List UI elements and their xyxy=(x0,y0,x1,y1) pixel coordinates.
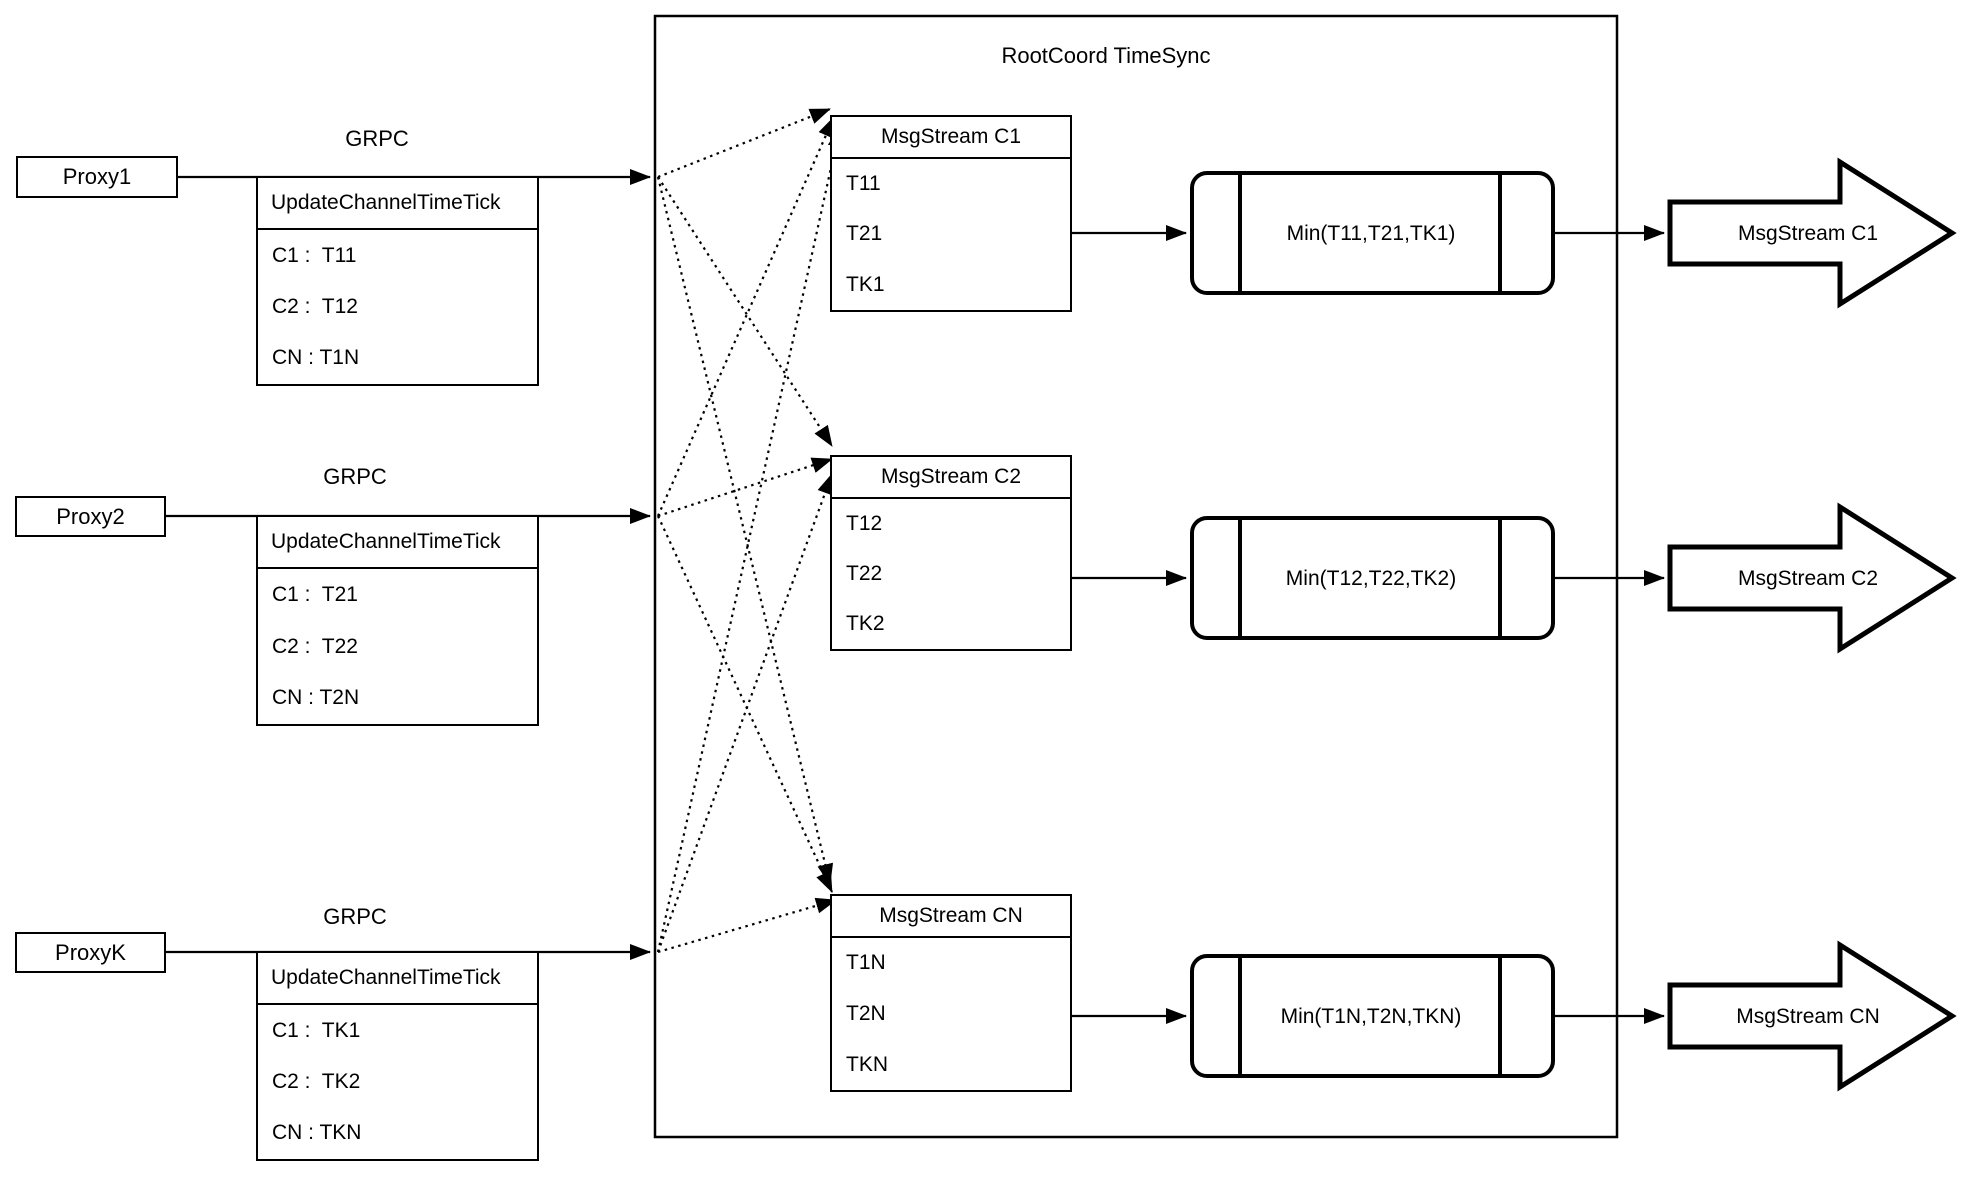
proxyk-table-header: UpdateChannelTimeTick xyxy=(258,953,537,1005)
msgstream-cn-row-3: TKN xyxy=(846,1052,888,1076)
msgstream-c2-row-2: T22 xyxy=(846,562,883,585)
msgstream-cn-table: MsgStream CN T1N T2N TKN xyxy=(830,894,1072,1092)
output-arrow-2-shape xyxy=(1667,502,1957,654)
proxyk-table-row-c1: C1 : TK1 xyxy=(272,1018,361,1042)
proxy1-table-header: UpdateChannelTimeTick xyxy=(258,178,537,230)
proxy1-to-msgstream-c2-dotted-arrow xyxy=(657,176,833,447)
proxy1-table-body: C1 : T11 C2 : T12 CN : T1N xyxy=(258,230,537,384)
msgstream-c2-row-3: TK2 xyxy=(846,612,885,635)
min3-shape xyxy=(1190,954,1555,1078)
proxy1-to-msgstream-cn-dotted-arrow xyxy=(656,176,834,885)
proxyk-to-msgstream-cn-dotted-arrow xyxy=(657,897,837,954)
output-arrow-2-label: MsgStream C2 xyxy=(1737,567,1879,590)
proxy1-table-row-c1: C1 : T11 xyxy=(272,243,357,267)
msgstream-cn-row-2: T2N xyxy=(846,1002,886,1025)
proxy2-table-row-c2: C2 : T22 xyxy=(272,634,358,658)
proxy2-to-msgstream-c1-dotted-arrow xyxy=(656,116,836,517)
msgstream-cn-row-1: T1N xyxy=(846,951,886,975)
grpc-label-3: GRPC xyxy=(323,904,387,929)
output-arrow-3-shape xyxy=(1667,940,1957,1092)
msgstream-c1-body: T11 T21 TK1 xyxy=(832,159,1070,310)
proxyk-box: ProxyK xyxy=(15,932,166,973)
proxy1-timetick-table: UpdateChannelTimeTick C1 : T11 C2 : T12 … xyxy=(256,176,539,386)
proxyk-to-msgstream-c1-dotted-arrow xyxy=(656,126,844,953)
msgstream-c1-table: MsgStream C1 T11 T21 TK1 xyxy=(830,115,1072,312)
msgstream-c2-row-1: T12 xyxy=(846,512,883,535)
proxy2-table-header: UpdateChannelTimeTick xyxy=(258,517,537,569)
min2-label: Min(T12,T22,TK2) xyxy=(1285,567,1457,590)
proxy2-table-body: C1 : T21 C2 : T22 CN : T2N xyxy=(258,569,537,724)
msgstream-c2-body: T12 T22 TK2 xyxy=(832,499,1070,649)
proxy1-to-msgstream-c1-dotted-arrow xyxy=(657,107,831,179)
msgstream-c2-table: MsgStream C2 T12 T22 TK2 xyxy=(830,455,1072,651)
proxyk-to-msgstream-c2-dotted-arrow xyxy=(656,473,834,953)
proxyk-label: ProxyK xyxy=(55,939,126,965)
grpc-label-2: GRPC xyxy=(323,464,387,489)
proxy1-table-row-cn: CN : T1N xyxy=(272,346,360,370)
proxy1-box: Proxy1 xyxy=(16,156,178,198)
min1-label: Min(T11,T21,TK1) xyxy=(1286,222,1456,245)
proxy2-timetick-table: UpdateChannelTimeTick C1 : T21 C2 : T22 … xyxy=(256,515,539,726)
proxyk-table-row-cn: CN : TKN xyxy=(272,1121,362,1145)
output-arrow-3-label: MsgStream CN xyxy=(1736,1005,1880,1028)
proxy2-label: Proxy2 xyxy=(56,503,125,529)
msgstream-c1-header: MsgStream C1 xyxy=(832,117,1070,159)
proxy2-to-msgstream-cn-dotted-arrow xyxy=(657,515,833,893)
proxy2-to-msgstream-c2-dotted-arrow xyxy=(657,457,833,518)
msgstream-c1-row-1: T11 xyxy=(846,172,881,196)
msgstream-c1-row-2: T21 xyxy=(846,222,883,246)
output-arrow-1-shape xyxy=(1667,157,1957,309)
msgstream-c2-header: MsgStream C2 xyxy=(832,457,1070,499)
proxy2-box: Proxy2 xyxy=(15,496,166,537)
proxyk-table-body: C1 : TK1 C2 : TK2 CN : TKN xyxy=(258,1005,537,1159)
msgstream-cn-body: T1N T2N TKN xyxy=(832,938,1070,1090)
min3-label: Min(T1N,T2N,TKN) xyxy=(1280,1005,1462,1028)
proxy1-table-row-c2: C2 : T12 xyxy=(272,294,358,318)
rootcoord-container-border xyxy=(653,14,1619,1139)
proxyk-table-row-c2: C2 : TK2 xyxy=(272,1069,361,1093)
msgstream-cn-header: MsgStream CN xyxy=(832,896,1070,938)
rootcoord-title: RootCoord TimeSync xyxy=(1001,43,1211,68)
min2-shape xyxy=(1190,516,1555,640)
min1-shape xyxy=(1190,171,1555,295)
output-arrow-1-label: MsgStream C1 xyxy=(1737,222,1879,245)
proxyk-timetick-table: UpdateChannelTimeTick C1 : TK1 C2 : TK2 … xyxy=(256,951,539,1161)
proxy2-table-row-c1: C1 : T21 xyxy=(272,582,358,606)
proxy2-table-row-cn: CN : T2N xyxy=(272,686,360,710)
proxy1-label: Proxy1 xyxy=(62,164,132,189)
msgstream-c1-row-3: TK1 xyxy=(846,272,885,296)
grpc-label-1: GRPC xyxy=(345,126,409,151)
